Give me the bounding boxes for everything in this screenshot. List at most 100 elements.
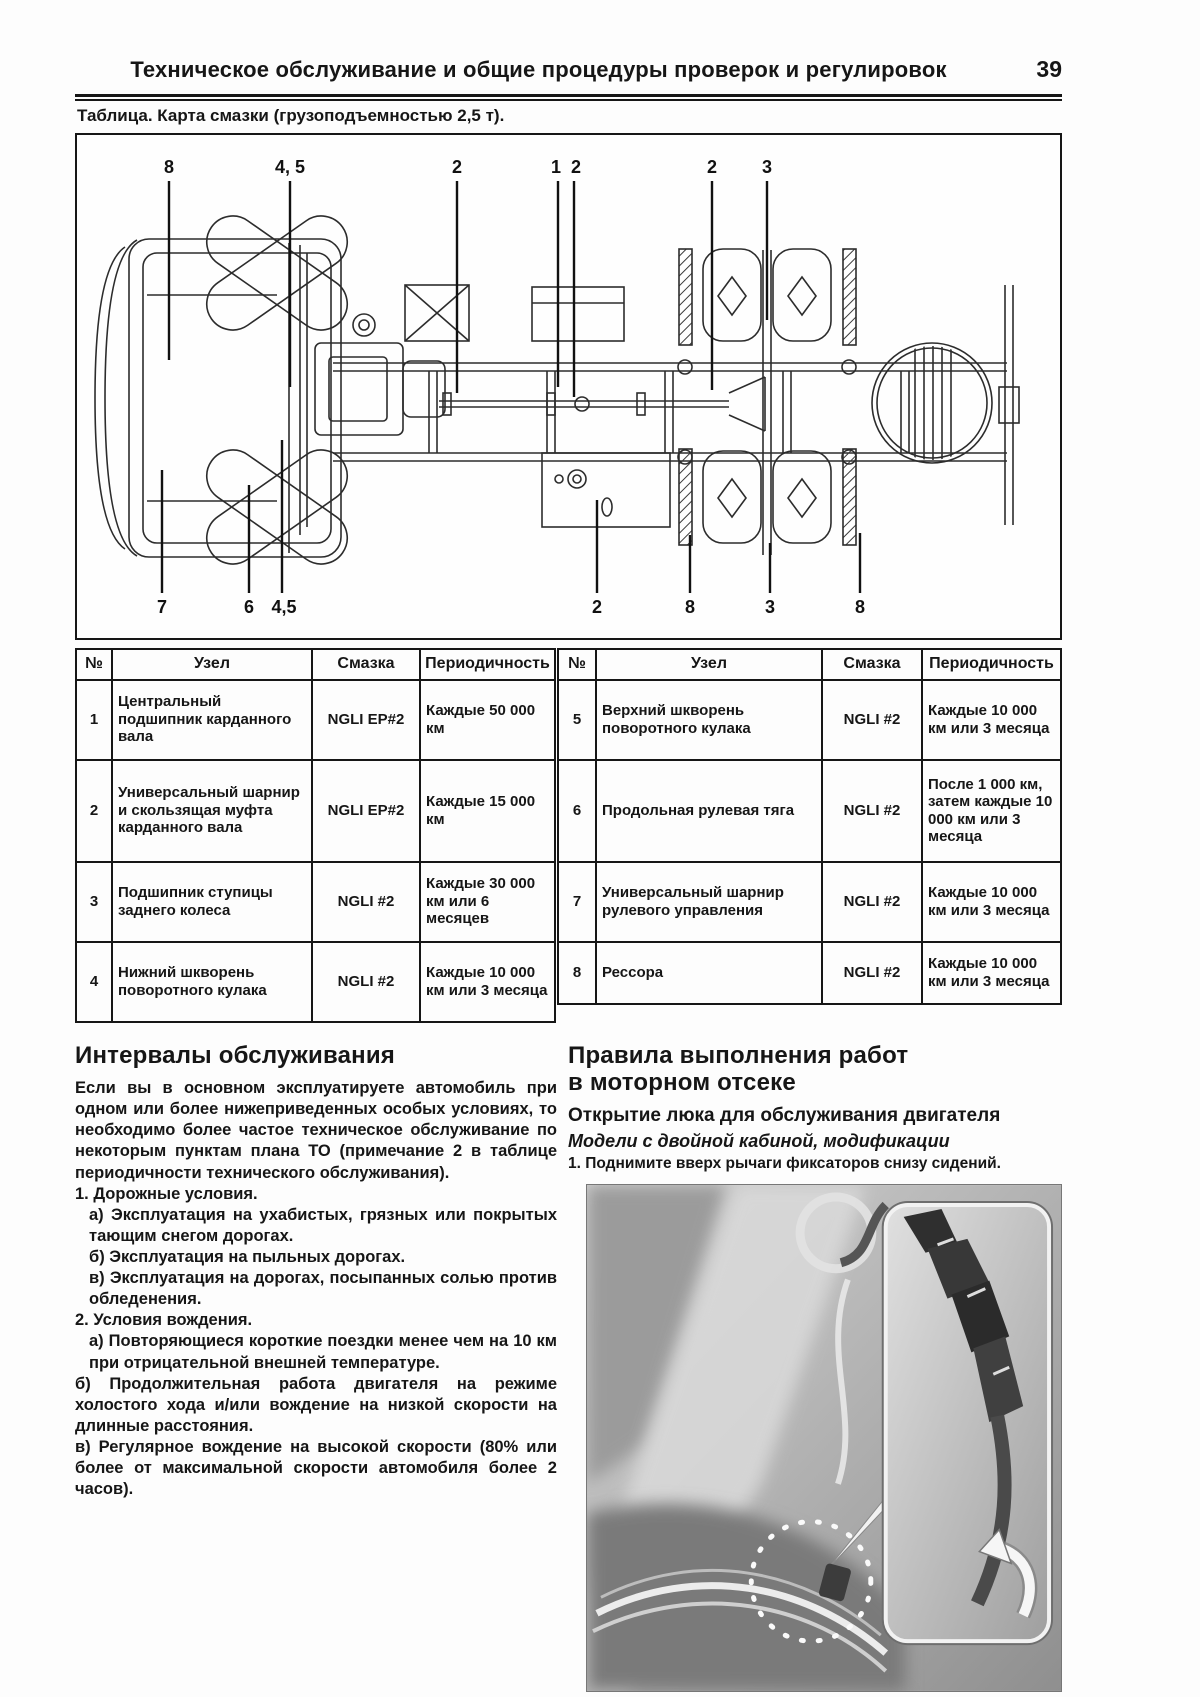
row-grease: NGLI EP#2 bbox=[311, 678, 421, 761]
table-row: 6 Продольная рулевая тяга NGLI #2 После … bbox=[557, 758, 1062, 863]
section-heading-line2: в моторном отсеке bbox=[568, 1069, 796, 1097]
row-interval: Каждые 10 000 км или 3 месяца bbox=[921, 678, 1062, 761]
photo-inset-closeup bbox=[881, 1201, 1054, 1646]
latch-base bbox=[818, 1563, 851, 1602]
row-interval: Каждые 15 000 км bbox=[419, 758, 556, 863]
section-intro: Если вы в основном эксплуатируете автомо… bbox=[75, 1079, 557, 1182]
lube-table-right: № Узел Смазка Периодичность 5 Верхний шк… bbox=[557, 648, 1062, 1005]
row-num: 6 bbox=[557, 758, 597, 863]
table-row: 1 Центральный подшипник карданного вала … bbox=[75, 678, 556, 761]
col-header-interval: Периодичность bbox=[921, 648, 1062, 681]
row-grease: NGLI #2 bbox=[821, 758, 923, 863]
table-caption: Таблица. Карта смазки (грузоподъемностью… bbox=[77, 106, 505, 125]
floor-shadow bbox=[587, 1503, 906, 1691]
row-node: Верхний шкворень поворотного кулака bbox=[595, 678, 823, 761]
list-item: в) Эксплуатация на дорогах, посыпанных с… bbox=[89, 1269, 557, 1309]
callout-label: 1 bbox=[551, 157, 561, 177]
row-num: 8 bbox=[557, 940, 597, 1005]
highlight-dotted-circle bbox=[748, 1519, 874, 1644]
callout-label: 4,5 bbox=[271, 597, 296, 617]
table-header-row: № Узел Смазка Периодичность bbox=[75, 648, 556, 681]
row-num: 4 bbox=[75, 940, 113, 1023]
dark-hook bbox=[839, 1201, 890, 1268]
list-item: б) Продолжительная работа двигателя на р… bbox=[75, 1374, 557, 1435]
row-interval: После 1 000 км, затем каждые 10 000 км и… bbox=[921, 758, 1062, 863]
row-grease: NGLI #2 bbox=[821, 940, 923, 1005]
table-row: 8 Рессора NGLI #2 Каждые 10 000 км или 3… bbox=[557, 940, 1062, 1005]
list-item: б) Эксплуатация на пыльных дорогах. bbox=[89, 1247, 406, 1266]
callout-label: 8 bbox=[164, 157, 174, 177]
photo-illustration bbox=[587, 1185, 1061, 1691]
row-interval: Каждые 30 000 км или 6 месяцев bbox=[419, 860, 556, 943]
row-num: 7 bbox=[557, 860, 597, 943]
table-row: 5 Верхний шкворень поворотного кулака NG… bbox=[557, 678, 1062, 761]
subsection-heading: Открытие люка для обслуживания двигателя bbox=[568, 1105, 1001, 1127]
table-row: 2 Универсальный шарнир и скользящая муфт… bbox=[75, 758, 556, 863]
row-grease: NGLI #2 bbox=[821, 860, 923, 943]
row-grease: NGLI #2 bbox=[311, 940, 421, 1023]
chassis-lubrication-diagram: 8 4, 5 2 1 2 2 3 7 6 4,5 2 8 3 8 bbox=[75, 133, 1062, 640]
col-header-grease: Смазка bbox=[821, 648, 923, 681]
callout-label: 8 bbox=[855, 597, 865, 617]
callout-leader-lines bbox=[160, 181, 862, 593]
row-interval: Каждые 10 000 км или 3 месяца bbox=[921, 940, 1062, 1005]
list-item: 2. Условия вождения. bbox=[75, 1311, 253, 1330]
row-interval: Каждые 10 000 км или 3 месяца bbox=[921, 860, 1062, 943]
page-title: Техническое обслуживание и общие процеду… bbox=[130, 57, 947, 82]
list-item: а) Эксплуатация на ухабистых, грязных ил… bbox=[89, 1205, 557, 1245]
header-rule bbox=[75, 94, 1062, 101]
row-node: Универсальный шарнир и скользящая муфта … bbox=[111, 758, 313, 863]
row-node: Нижний шкворень поворотного кулака bbox=[111, 940, 313, 1023]
callout-label: 3 bbox=[762, 157, 772, 177]
page-header: Техническое обслуживание и общие процеду… bbox=[75, 56, 1062, 83]
callout-label: 4, 5 bbox=[275, 157, 305, 177]
col-header-grease: Смазка bbox=[311, 648, 421, 681]
row-num: 1 bbox=[75, 678, 113, 761]
callout-label: 2 bbox=[592, 597, 602, 617]
page-number: 39 bbox=[1036, 56, 1062, 82]
row-num: 3 bbox=[75, 860, 113, 943]
cable-highlight bbox=[835, 1278, 851, 1485]
col-header-node: Узел bbox=[595, 648, 823, 681]
row-num: 5 bbox=[557, 678, 597, 761]
list-item: 1. Дорожные условия. bbox=[75, 1184, 258, 1203]
model-variant-label: Модели с двойной кабиной, модификации bbox=[568, 1131, 950, 1152]
callout-label: 7 bbox=[157, 597, 167, 617]
list-item: а) Повторяющиеся короткие поездки менее … bbox=[89, 1332, 557, 1372]
row-num: 2 bbox=[75, 758, 113, 863]
callout-label: 6 bbox=[244, 597, 254, 617]
shadow-area bbox=[587, 1185, 727, 1484]
table-row: 3 Подшипник ступицы заднего колеса NGLI … bbox=[75, 860, 556, 943]
step-1-text: 1. Поднимите вверх рычаги фиксаторов сни… bbox=[568, 1155, 1001, 1173]
callout-numbers: 8 4, 5 2 1 2 2 3 7 6 4,5 2 8 3 8 bbox=[157, 157, 865, 617]
col-header-interval: Периодичность bbox=[419, 648, 556, 681]
list-item: в) Регулярное вождение на высокой скорос… bbox=[75, 1437, 557, 1499]
seat-latch-photo bbox=[586, 1184, 1062, 1692]
col-header-num: № bbox=[75, 648, 113, 681]
section-heading-line1: Правила выполнения работ bbox=[568, 1042, 909, 1069]
row-interval: Каждые 10 000 км или 3 месяца bbox=[419, 940, 556, 1023]
table-header-row: № Узел Смазка Периодичность bbox=[557, 648, 1062, 681]
row-interval: Каждые 50 000 км bbox=[419, 678, 556, 761]
callout-label: 2 bbox=[452, 157, 462, 177]
section-heading: Интервалы обслуживания bbox=[75, 1042, 395, 1069]
lube-table-left: № Узел Смазка Периодичность 1 Центральны… bbox=[75, 648, 556, 1023]
row-node: Продольная рулевая тяга bbox=[595, 758, 823, 863]
callout-label: 3 bbox=[765, 597, 775, 617]
col-header-node: Узел bbox=[111, 648, 313, 681]
table-row: 4 Нижний шкворень поворотного кулака NGL… bbox=[75, 940, 556, 1023]
callout-label: 8 bbox=[685, 597, 695, 617]
row-node: Центральный подшипник карданного вала bbox=[111, 678, 313, 761]
row-grease: NGLI #2 bbox=[311, 860, 421, 943]
callout-label: 2 bbox=[571, 157, 581, 177]
table-row: 7 Универсальный шарнир рулевого управлен… bbox=[557, 860, 1062, 943]
row-grease: NGLI EP#2 bbox=[311, 758, 421, 863]
callout-label: 2 bbox=[707, 157, 717, 177]
engine-bay-rules-section: Правила выполнения работ в моторном отсе… bbox=[568, 1042, 1062, 1173]
row-node: Универсальный шарнир рулевого управления bbox=[595, 860, 823, 943]
service-intervals-section: Интервалы обслуживания Если вы в основно… bbox=[75, 1042, 557, 1500]
row-grease: NGLI #2 bbox=[821, 678, 923, 761]
chassis-linework bbox=[94, 215, 1020, 565]
chassis-top-view-drawing: 8 4, 5 2 1 2 2 3 7 6 4,5 2 8 3 8 bbox=[94, 157, 1020, 617]
